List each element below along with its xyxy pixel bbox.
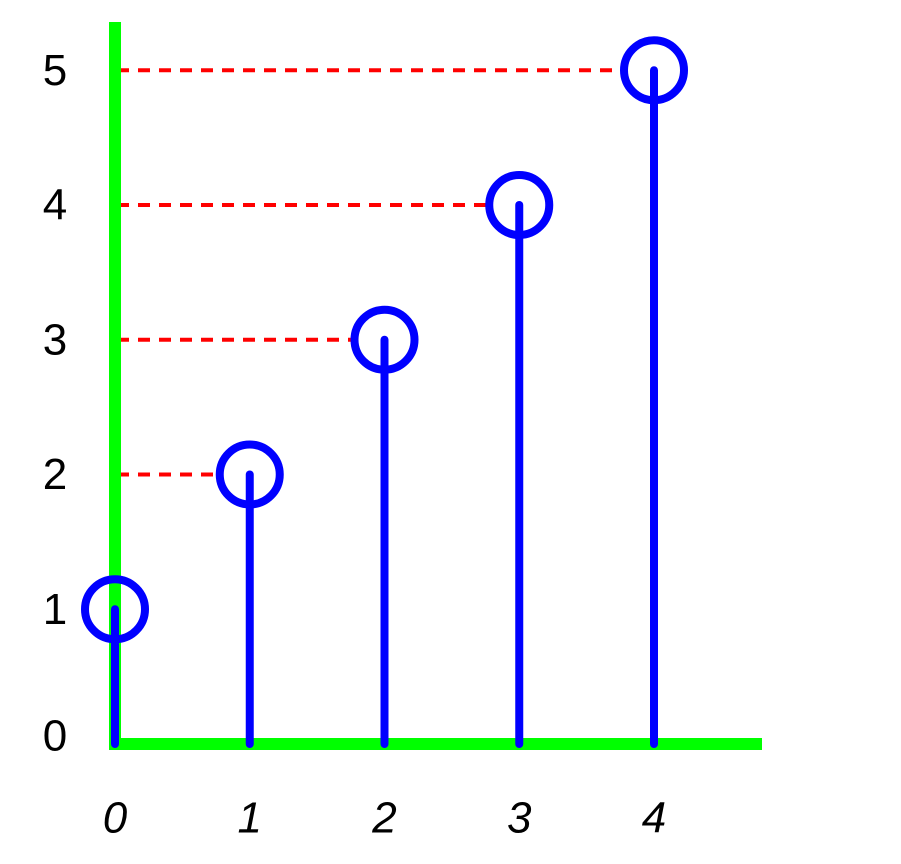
x-tick-label: 4 [642,794,666,843]
x-tick-label: 1 [238,794,262,843]
x-tick-labels: 0 1 2 3 4 [103,794,666,843]
y-tick-label: 4 [43,181,67,230]
x-tick-label: 3 [507,794,532,843]
x-tick-label: 0 [103,794,128,843]
y-tick-label: 3 [43,315,67,364]
y-tick-labels: 0 1 2 3 4 5 [43,46,67,761]
y-tick-label: 0 [43,712,67,761]
stem-series [81,36,688,748]
guide-lines [117,68,624,477]
stem-marker [350,305,419,374]
stem-marker [485,171,554,239]
y-tick-label: 1 [43,585,67,634]
y-tick-label: 2 [43,450,67,499]
y-tick-label: 5 [43,46,67,95]
stem-marker [81,575,149,644]
x-tick-label: 2 [371,794,396,843]
stem-marker [215,440,284,509]
stem-marker [620,36,688,105]
